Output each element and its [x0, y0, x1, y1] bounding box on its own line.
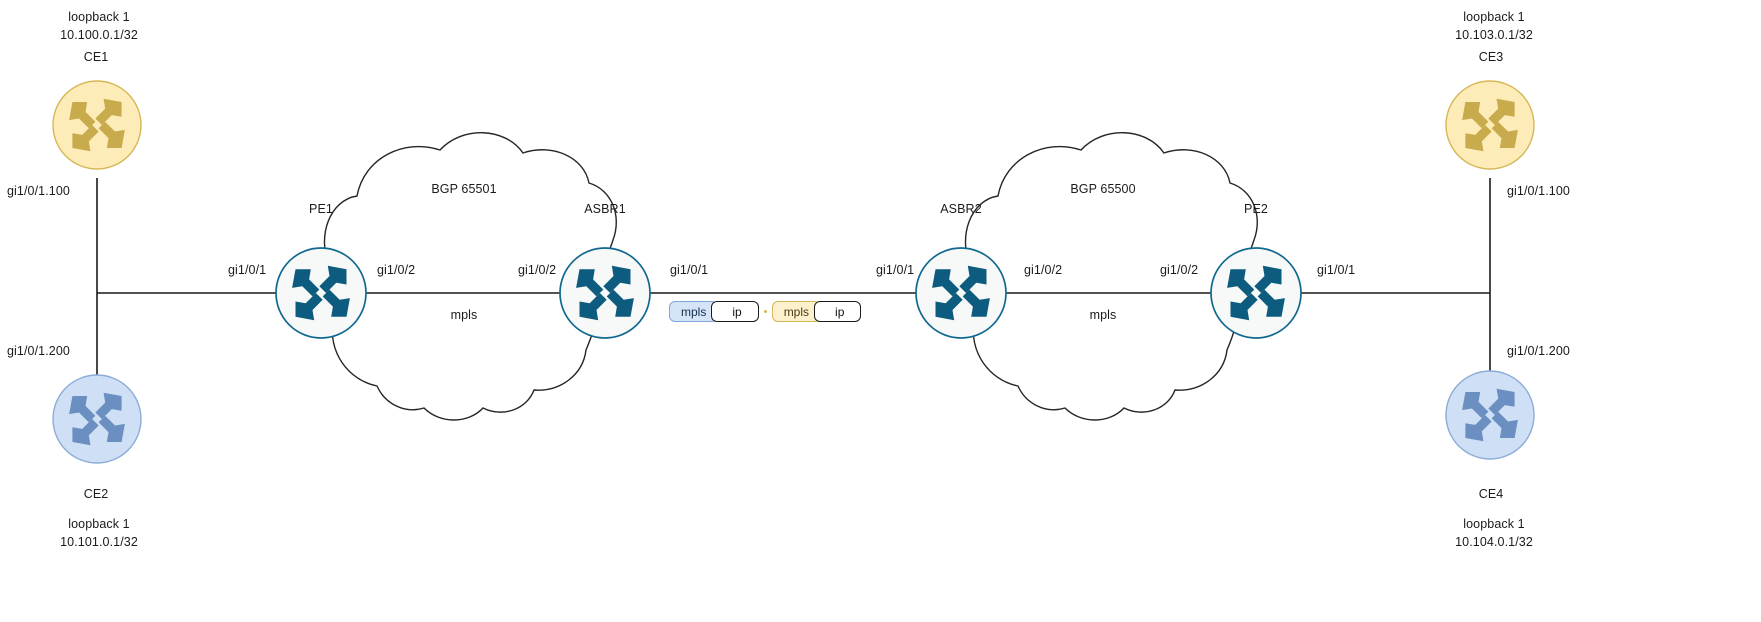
ce1-name-label: CE1 — [83, 50, 109, 64]
ce2-loopback-address: 10.101.0.1/32 — [60, 535, 138, 549]
ce3-name-label: CE3 — [1478, 50, 1504, 64]
pe2-left-interface-label: gi1/0/2 — [1160, 263, 1199, 277]
badge-blue-mpls-label: mpls — [669, 301, 719, 322]
ce4-name-label: CE4 — [1478, 487, 1504, 501]
ce2-interface-label: gi1/0/1.200 — [7, 344, 70, 358]
ce4-loopback-label: loopback 1 — [1463, 517, 1525, 531]
pe1-right-interface-label: gi1/0/2 — [377, 263, 416, 277]
cloud-as65501-label: BGP 65501 — [431, 182, 497, 196]
cloud-as65501 — [323, 132, 617, 421]
ce2-loopback-label: loopback 1 — [68, 517, 130, 531]
badge-blue-ip-label: ip — [711, 301, 759, 322]
asbr2-right-interface-label: gi1/0/2 — [1024, 263, 1063, 277]
badge-separator-dot — [763, 310, 767, 313]
asbr2-name-label: ASBR2 — [940, 202, 982, 216]
asbr2-left-interface-label: gi1/0/1 — [876, 263, 915, 277]
asbr1-name-label: ASBR1 — [584, 202, 626, 216]
node-asbr2[interactable] — [915, 247, 1007, 339]
ce3-interface-label: gi1/0/1.100 — [1507, 184, 1570, 198]
mpls-right-link-label: mpls — [1089, 308, 1117, 322]
ce4-loopback-address: 10.104.0.1/32 — [1455, 535, 1533, 549]
ce3-loopback-block: loopback 1 10.103.0.1/32 — [1455, 8, 1533, 44]
asbr1-right-interface-label: gi1/0/1 — [670, 263, 709, 277]
ce2-name-label: CE2 — [83, 487, 109, 501]
badge-amber-mpls-label: mpls — [771, 301, 822, 322]
badge-amber-ip-label: ip — [814, 301, 862, 322]
node-pe2[interactable] — [1210, 247, 1302, 339]
ce3-loopback-label: loopback 1 — [1463, 10, 1525, 24]
cloud-as65500 — [964, 132, 1258, 421]
cloud-as65500-label: BGP 65500 — [1070, 182, 1136, 196]
asbr1-left-interface-label: gi1/0/2 — [518, 263, 557, 277]
ce2-loopback-block: loopback 1 10.101.0.1/32 — [60, 515, 138, 551]
node-ce2[interactable] — [52, 374, 142, 464]
mpls-left-link-label: mpls — [450, 308, 478, 322]
ce1-interface-label: gi1/0/1.100 — [7, 184, 70, 198]
ce1-loopback-block: loopback 1 10.100.0.1/32 — [60, 8, 138, 44]
ce1-loopback-label: loopback 1 — [68, 10, 130, 24]
pe2-right-interface-label: gi1/0/1 — [1317, 263, 1356, 277]
ce4-loopback-block: loopback 1 10.104.0.1/32 — [1455, 515, 1533, 551]
ce4-interface-label: gi1/0/1.200 — [1507, 344, 1570, 358]
node-ce3[interactable] — [1445, 80, 1535, 170]
pe1-name-label: PE1 — [309, 202, 333, 216]
badge-amber-mpls-ip[interactable]: mpls ip — [771, 301, 862, 322]
node-pe1[interactable] — [275, 247, 367, 339]
node-ce4[interactable] — [1445, 370, 1535, 460]
ce1-loopback-address: 10.100.0.1/32 — [60, 28, 138, 42]
node-asbr1[interactable] — [559, 247, 651, 339]
pe1-left-interface-label: gi1/0/1 — [228, 263, 267, 277]
badge-blue-mpls-ip[interactable]: mpls ip — [669, 301, 759, 322]
ce3-loopback-address: 10.103.0.1/32 — [1455, 28, 1533, 42]
pe2-name-label: PE2 — [1244, 202, 1268, 216]
encapsulation-badge-row: mpls ip mpls ip — [669, 301, 862, 322]
node-ce1[interactable] — [52, 80, 142, 170]
